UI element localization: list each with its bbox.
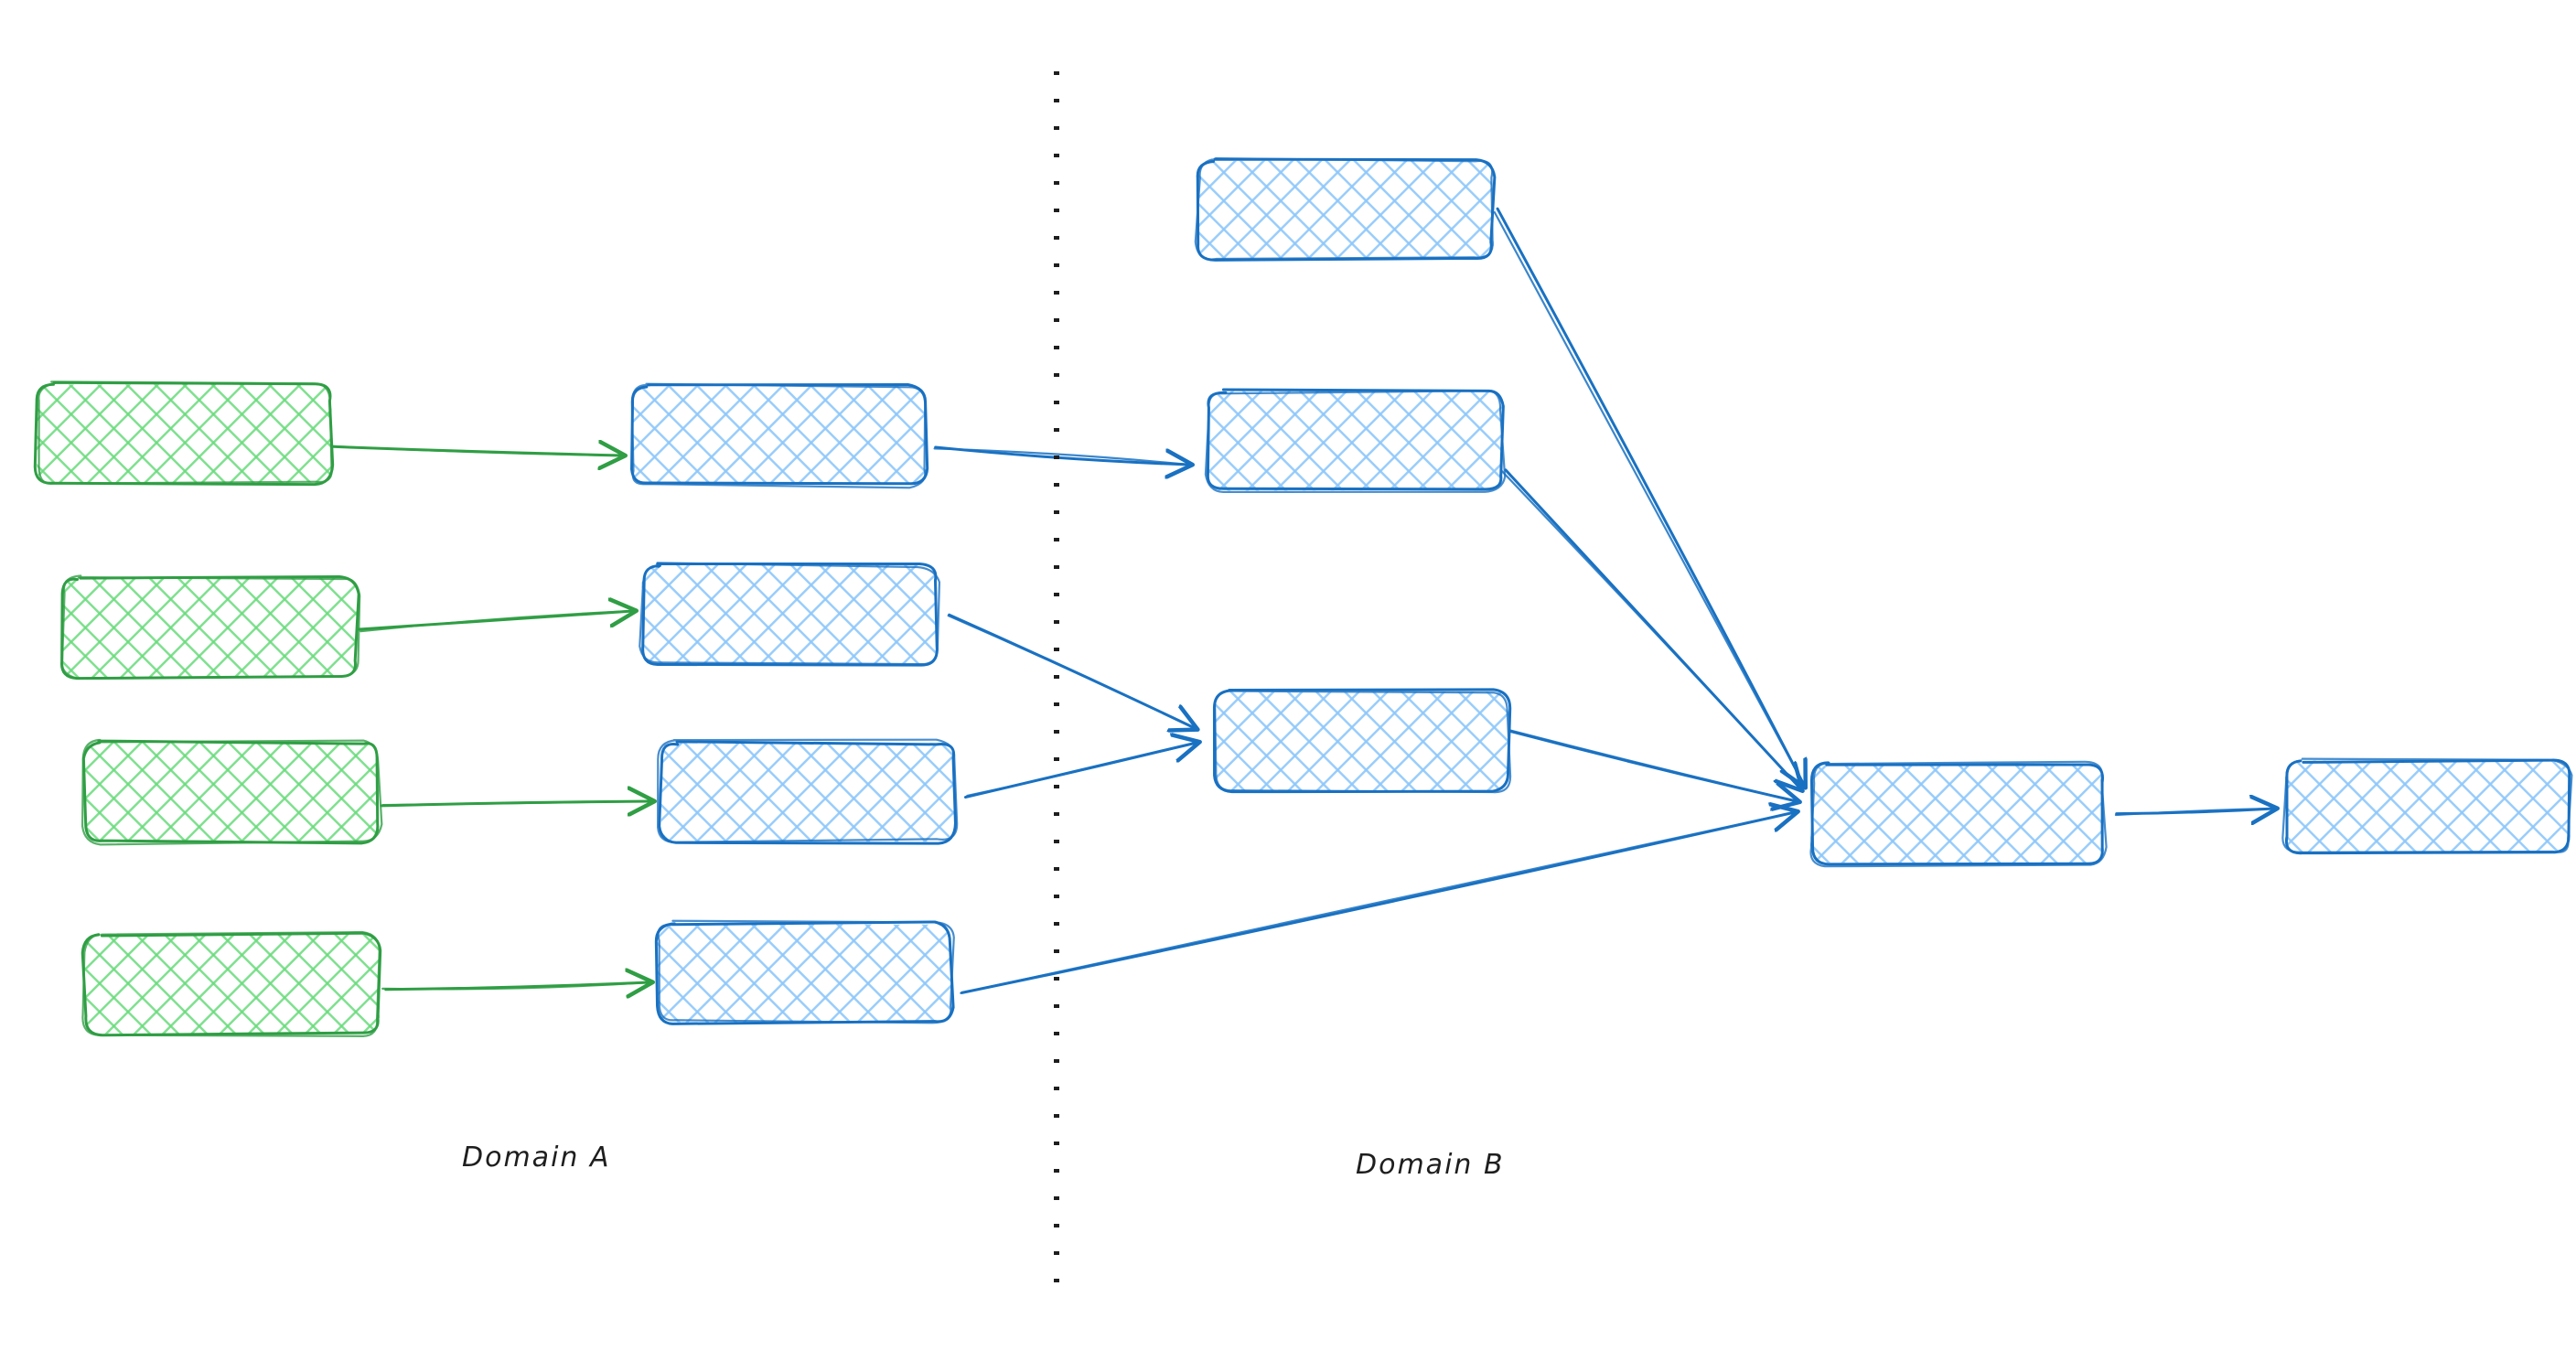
node-fill: [83, 742, 379, 842]
node-outline-pass2: [80, 738, 383, 846]
node-outline-pass2: [60, 574, 361, 680]
edge-arrow: [963, 743, 1197, 799]
node-fill: [2284, 760, 2570, 853]
edge-arrow: [380, 801, 651, 806]
node-outline-pass2: [81, 930, 381, 1037]
node-outline-pass2: [1809, 760, 2108, 868]
edge-arrow: [1508, 729, 1797, 801]
node-box-a-src-2[interactable]: [60, 574, 361, 681]
node-fill: [1215, 691, 1510, 791]
node-fill: [660, 743, 956, 842]
node-box-b-top[interactable]: [1194, 156, 1497, 262]
node-fill: [631, 385, 927, 485]
node-fill: [1810, 764, 2104, 863]
node-outline-pass2: [657, 919, 955, 1024]
node-outline-pass2: [1213, 689, 1512, 794]
node-outline-pass2: [1204, 390, 1507, 494]
node-outline-pass2: [639, 562, 941, 666]
edges-layer: [331, 207, 2274, 994]
node-box-a-mid-3[interactable]: [657, 738, 959, 845]
node-fill: [1208, 391, 1502, 491]
edge-arrow: [933, 445, 1189, 465]
edge-arrow: [1493, 207, 1804, 785]
edge-arrow: [1500, 468, 1800, 788]
node-fill: [1197, 160, 1494, 261]
edge-arrow: [331, 446, 622, 456]
node-outline: [33, 381, 335, 487]
node-outline-pass2: [630, 382, 927, 489]
domain-a-label: Domain A: [462, 1142, 611, 1174]
node-outline-pass2: [657, 738, 959, 843]
edge-arrow: [356, 611, 633, 633]
node-box-a-src-3[interactable]: [80, 738, 383, 846]
edge-arrow: [381, 982, 649, 990]
domain-b-label: Domain B: [1356, 1149, 1505, 1181]
node-fill: [641, 564, 937, 664]
node-fill: [656, 924, 951, 1023]
node-box-a-src-4[interactable]: [80, 930, 382, 1037]
node-fill: [36, 383, 332, 484]
nodes-layer: [33, 156, 2573, 1037]
node-outline: [654, 920, 955, 1025]
node-box-a-src-1[interactable]: [33, 381, 335, 487]
edge-arrow: [947, 613, 1195, 728]
node-box-a-mid-2[interactable]: [639, 562, 941, 667]
node-box-b-hub[interactable]: [1809, 760, 2108, 868]
node-fill: [84, 934, 380, 1034]
node-box-a-mid-1[interactable]: [630, 382, 929, 489]
node-box-b-low[interactable]: [1212, 688, 1512, 794]
node-outline-pass2: [2281, 757, 2573, 853]
node-outline-pass2: [1194, 156, 1494, 261]
edge-arrow: [960, 812, 1795, 994]
node-outline-pass2: [38, 381, 333, 485]
node-box-b-mid[interactable]: [1204, 388, 1507, 494]
node-fill: [61, 577, 358, 678]
edge-arrow: [2114, 809, 2274, 815]
node-box-b-out[interactable]: [2281, 757, 2573, 855]
node-box-a-mid-4[interactable]: [654, 919, 955, 1025]
